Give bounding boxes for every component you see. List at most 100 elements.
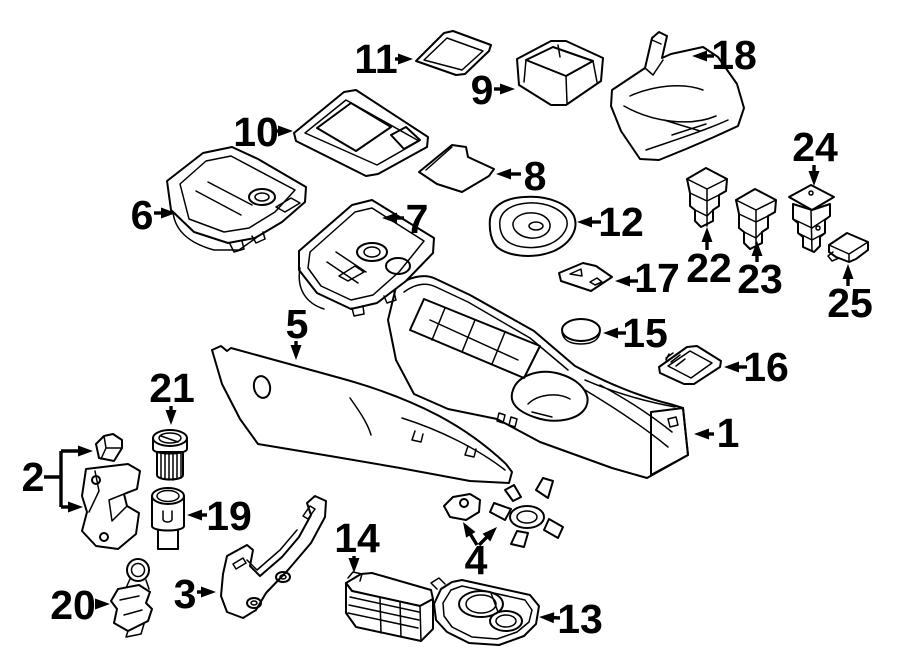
callout-arrowhead: [482, 527, 497, 542]
callout-arrowhead: [500, 83, 515, 95]
callout-arrowhead: [290, 345, 302, 360]
callout-label-22: 22: [686, 245, 732, 291]
part-18-front-trim: [610, 31, 745, 161]
part-14-storage-compartment: [345, 571, 434, 642]
callout-arrowhead: [95, 598, 110, 610]
callout-arrowhead: [751, 241, 763, 256]
callout-24: 24: [792, 124, 838, 186]
callout-label-4: 4: [465, 537, 488, 583]
callout-arrowhead: [615, 275, 630, 287]
callout-19: 19: [187, 493, 252, 539]
part-10-trim-plate: [293, 89, 429, 177]
part-22-switch-blank: [686, 167, 728, 228]
callout-label-6: 6: [131, 192, 154, 238]
callout-arrowhead: [463, 522, 476, 538]
callout-label-14: 14: [334, 515, 380, 561]
callout-arrowhead: [161, 207, 176, 219]
callout-4: 4: [463, 522, 497, 583]
callout-10: 10: [233, 109, 293, 155]
part-25-cap: [827, 232, 869, 263]
callout-13: 13: [539, 596, 603, 642]
callout-label-17: 17: [634, 255, 680, 301]
callout-arrowhead: [692, 50, 707, 62]
part-16-tray-insert: [658, 345, 722, 385]
callout-label-11: 11: [354, 36, 397, 82]
callout-arrowhead: [808, 171, 820, 186]
callout-9: 9: [471, 67, 515, 113]
callout-arrowhead: [382, 212, 397, 224]
part-9-storage-bin: [516, 40, 604, 106]
part-5-side-trim-panel: [211, 345, 513, 484]
callout-label-18: 18: [711, 32, 757, 78]
callout-arrowhead: [842, 264, 854, 279]
part-13-cup-holder: [430, 577, 540, 646]
callout-arrowhead: [78, 445, 93, 457]
part-21-power-outlet: [152, 429, 188, 481]
parts-illustrations: [81, 30, 869, 646]
callout-arrowhead: [398, 53, 413, 65]
callout-label-3: 3: [174, 571, 197, 617]
callout-5: 5: [286, 301, 309, 360]
callout-arrowhead: [603, 327, 618, 339]
callout-arrowhead: [539, 612, 555, 624]
callout-arrowhead: [496, 168, 511, 180]
callout-18: 18: [692, 32, 757, 78]
callout-7: 7: [382, 196, 428, 242]
part-4-rear-mount: [443, 477, 564, 548]
callout-arrowhead: [694, 428, 709, 440]
callout-label-1: 1: [717, 410, 740, 456]
callout-label-15: 15: [622, 310, 668, 356]
callout-21: 21: [149, 365, 195, 425]
callout-2: 2: [22, 445, 93, 513]
callout-label-24: 24: [792, 124, 838, 170]
part-12-rubber-insert: [488, 195, 577, 257]
callout-25: 25: [827, 264, 873, 326]
callout-label-25: 25: [827, 280, 873, 326]
callout-arrowhead: [165, 410, 177, 425]
callout-16: 16: [724, 344, 789, 390]
part-1-console-body: [387, 275, 689, 479]
callout-arrowhead: [577, 216, 592, 228]
part-3-support-bracket: [220, 495, 327, 619]
callout-label-12: 12: [598, 199, 644, 245]
callout-11: 11: [354, 36, 413, 82]
callout-15: 15: [603, 310, 668, 356]
callout-1: 1: [694, 410, 739, 456]
part-24-switch: [788, 184, 835, 253]
part-11-bin-lid: [415, 30, 492, 76]
callout-arrowhead: [187, 509, 202, 521]
part-6-front-tray: [166, 146, 307, 253]
callout-6: 6: [131, 192, 176, 238]
callout-arrowhead: [701, 227, 713, 242]
callout-label-8: 8: [524, 153, 547, 199]
callout-3: 3: [174, 571, 216, 617]
callout-14: 14: [334, 515, 380, 573]
callout-label-20: 20: [50, 582, 96, 628]
part-23-switch-blank: [735, 188, 777, 250]
part-17-retainer-plate: [558, 262, 613, 292]
callout-12: 12: [577, 199, 644, 245]
callout-arrowhead: [724, 361, 739, 373]
callout-label-5: 5: [286, 301, 309, 347]
callout-17: 17: [615, 255, 680, 301]
callout-label-10: 10: [233, 109, 279, 155]
callout-8: 8: [496, 153, 546, 199]
part-15-cover-cap: [561, 318, 601, 345]
part-20-latch: [110, 558, 153, 638]
callout-label-13: 13: [557, 596, 603, 642]
callout-label-23: 23: [737, 256, 783, 302]
callout-label-7: 7: [406, 196, 429, 242]
callout-20: 20: [50, 582, 110, 628]
part-19-outlet-housing: [151, 487, 185, 550]
callout-label-19: 19: [206, 493, 252, 539]
callout-arrowhead: [201, 586, 216, 598]
callout-label-2: 2: [22, 454, 45, 500]
part-2-mounting-brackets: [81, 433, 141, 550]
callout-label-16: 16: [743, 344, 789, 390]
part-7-rear-tray: [298, 199, 435, 317]
callout-arrowhead: [278, 125, 293, 137]
callout-arrowhead: [68, 501, 83, 513]
callout-label-21: 21: [149, 365, 195, 411]
